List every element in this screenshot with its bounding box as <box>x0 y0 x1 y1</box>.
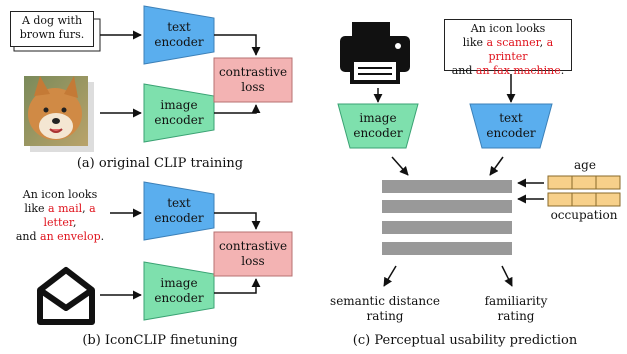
a-input-text: A dog with brown furs. <box>10 11 94 47</box>
c-text-encoder-shape <box>469 103 553 149</box>
b-loss-line2: loss <box>241 254 265 268</box>
b-loss-line1: contrastive <box>218 239 288 253</box>
c-layer-1 <box>382 180 512 193</box>
envelope-icon <box>37 267 95 325</box>
c-layer-3 <box>382 221 512 234</box>
c-and: and <box>451 64 476 77</box>
c-occupation-label: occupation <box>550 208 618 222</box>
c-comma: , <box>539 36 547 49</box>
b-loss-box <box>213 231 293 277</box>
age-feature-cells <box>547 175 621 190</box>
c-printer: a printer <box>488 36 554 63</box>
c-caption: (c) Perceptual usability prediction <box>352 333 578 348</box>
a-text-encoder-shape <box>143 5 215 65</box>
b-text-encoder-line2: encoder <box>154 211 204 225</box>
c-period: . <box>560 64 565 77</box>
c-input-line-1: An icon looks <box>470 22 546 35</box>
a-caption: (a) original CLIP training <box>76 156 244 171</box>
c-scanner: a scanner <box>486 36 540 49</box>
a-text-encoder-line2: encoder <box>154 35 204 49</box>
c-age-label: age <box>574 158 596 172</box>
b-comma-1: , <box>82 202 90 215</box>
b-like: like <box>24 202 49 215</box>
b-input-line-3: and an envelop. <box>10 230 110 244</box>
b-input-text: An icon looks like a mail, a letter, and… <box>10 186 110 243</box>
b-text-encoder-line1: text <box>167 196 191 210</box>
printer-icon <box>340 22 410 84</box>
c-output-familiarity-line2: rating <box>497 309 535 323</box>
c-output-semantic-line2: rating <box>366 309 404 323</box>
c-like: like <box>462 36 487 49</box>
c-image-encoder-shape <box>337 103 419 149</box>
c-input-text: An icon looks like a scanner, a printer … <box>444 19 572 77</box>
occupation-feature-cells <box>547 192 621 207</box>
c-output-familiarity-line1: familiarity <box>484 294 548 308</box>
b-period: . <box>100 230 105 243</box>
b-and: and <box>15 230 41 243</box>
a-image-encoder-line2: encoder <box>154 113 204 127</box>
c-output-familiarity: familiarity rating <box>476 294 556 324</box>
a-image-encoder-line1: image <box>160 98 198 112</box>
b-input-line-1: An icon looks <box>22 188 98 201</box>
b-comma-2: , <box>72 216 77 229</box>
c-layer-2 <box>382 200 512 213</box>
a-loss-box <box>213 57 293 103</box>
c-text-encoder-line2: encoder <box>486 126 536 140</box>
a-loss-line1: contrastive <box>218 65 288 79</box>
a-input-line-1: A dog with <box>21 14 83 27</box>
a-input-line-2: brown furs. <box>19 28 85 41</box>
b-image-encoder-line2: encoder <box>154 291 204 305</box>
a-image-encoder-shape <box>143 83 215 143</box>
shiba-dog-photo <box>24 76 88 146</box>
c-output-semantic: semantic distance rating <box>322 294 448 324</box>
c-input-line-3: and an fax machine. <box>448 64 568 78</box>
b-letter: a letter <box>43 202 96 229</box>
b-input-line-2: like a mail, a letter, <box>10 202 110 230</box>
c-text-encoder-line1: text <box>499 111 523 125</box>
b-text-encoder-shape <box>143 181 215 241</box>
b-caption: (b) IconCLIP finetuning <box>82 333 238 348</box>
a-loss-line2: loss <box>241 80 265 94</box>
b-image-encoder-shape <box>143 261 215 321</box>
b-mail: a mail <box>48 202 83 215</box>
b-envelop: an envelop <box>40 230 101 243</box>
a-text-encoder-line1: text <box>167 20 191 34</box>
c-input-line-2: like a scanner, a printer <box>448 36 568 64</box>
c-image-encoder-line2: encoder <box>353 126 403 140</box>
c-output-semantic-line1: semantic distance <box>330 294 440 308</box>
b-image-encoder-line1: image <box>160 276 198 290</box>
c-layer-4 <box>382 242 512 255</box>
c-fax: an fax machine <box>475 64 561 77</box>
c-image-encoder-line1: image <box>359 111 397 125</box>
